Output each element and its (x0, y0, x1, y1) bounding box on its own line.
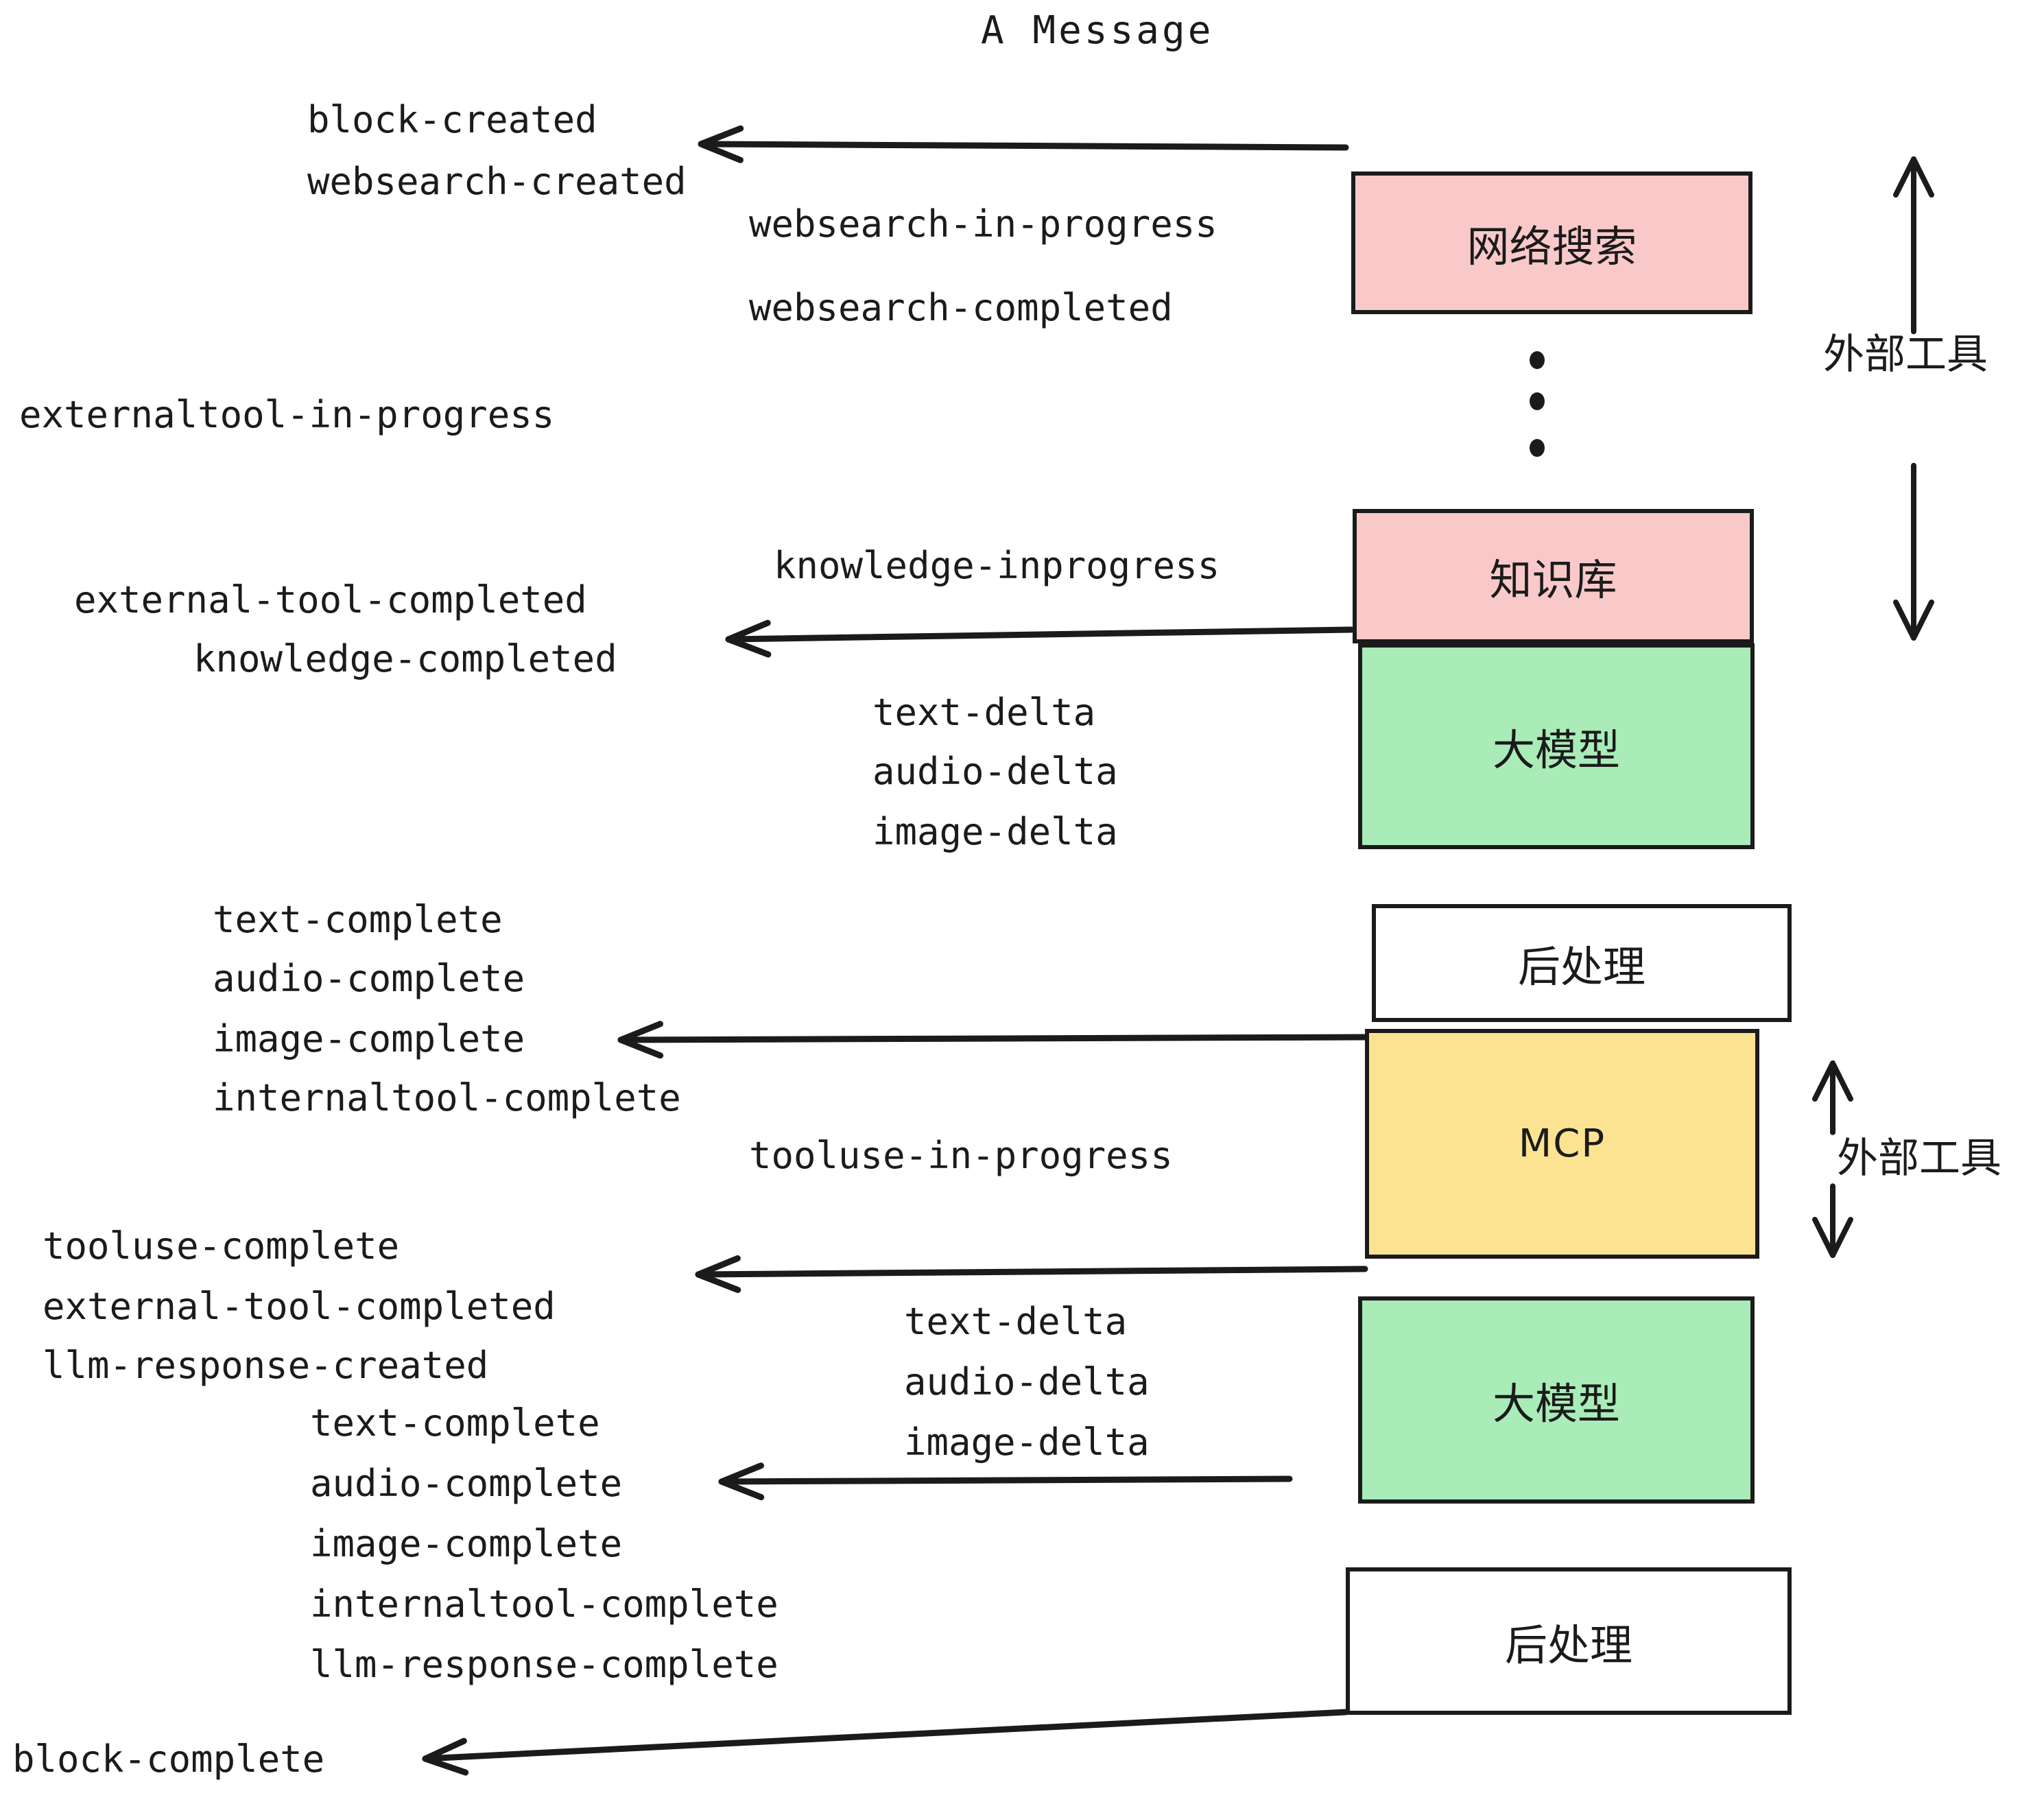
external-tool-scope-bottom-up-head (1812, 1060, 1853, 1102)
ellipsis-dot-icon (1530, 351, 1545, 369)
block-created-arrow (698, 141, 1349, 151)
node-llm-1: 大模型 (1358, 643, 1755, 849)
event-label: external-tool-completed (43, 1285, 556, 1328)
event-label: block-complete (12, 1737, 325, 1781)
event-label: image-delta (872, 810, 1118, 853)
event-label: knowledge-completed (193, 637, 617, 680)
event-label: externaltool-in-progress (19, 393, 555, 436)
tooluse-complete-arrow (695, 1266, 1368, 1278)
event-label: text-delta (872, 691, 1096, 734)
node-llm-2: 大模型 (1358, 1296, 1755, 1504)
block-complete-arrow (422, 1709, 1349, 1762)
event-label: image-delta (904, 1421, 1150, 1464)
tooluse-complete-arrow-head (695, 1255, 741, 1294)
knowledge-completed-arrow-head (725, 619, 772, 658)
node-postprocess-2: 后处理 (1346, 1567, 1792, 1715)
event-label: image-complete (310, 1522, 623, 1565)
external-tool-scope-bottom-down-head (1812, 1217, 1853, 1258)
node-label: MCP (1518, 1121, 1606, 1166)
event-label: audio-complete (213, 957, 525, 1000)
event-label: llm-response-complete (310, 1643, 779, 1686)
external-tool-scope-top-up-head (1893, 156, 1934, 198)
event-label: websearch-completed (749, 286, 1173, 329)
event-label: knowledge-inprogress (774, 544, 1220, 587)
event-label: text-complete (310, 1401, 600, 1445)
node-label: 大模型 (1492, 725, 1620, 775)
audio-complete-arrow-head (718, 1462, 765, 1501)
event-label: internaltool-complete (213, 1076, 681, 1119)
image-complete-arrow-head (617, 1021, 664, 1059)
event-label: audio-complete (310, 1462, 623, 1505)
event-label: tooluse-complete (43, 1224, 400, 1268)
ellipsis-dot-icon (1530, 439, 1545, 457)
knowledge-completed-arrow (725, 626, 1355, 643)
event-label: websearch-created (307, 160, 687, 203)
scope-label: 外部工具 (1837, 1135, 2001, 1183)
ellipsis-dot-icon (1530, 392, 1545, 410)
external-tool-scope-top-down-head (1893, 600, 1934, 641)
node-label: 后处理 (1517, 942, 1645, 992)
event-label: text-delta (904, 1300, 1128, 1343)
event-label: audio-delta (872, 750, 1118, 793)
event-label: audio-delta (904, 1360, 1150, 1403)
node-label: 大模型 (1492, 1379, 1620, 1429)
scope-label: 外部工具 (1823, 331, 1988, 379)
block-created-arrow-head (698, 125, 744, 163)
node-label: 后处理 (1504, 1619, 1632, 1670)
event-label: tooluse-in-progress (749, 1134, 1173, 1177)
block-complete-arrow-head (422, 1737, 469, 1776)
event-label: internaltool-complete (310, 1582, 779, 1626)
image-complete-arrow (617, 1034, 1372, 1043)
event-label: block-created (307, 98, 597, 141)
event-label: external-tool-completed (74, 578, 587, 621)
node-label: 网络搜索 (1466, 222, 1637, 272)
event-label: llm-response-created (43, 1344, 489, 1387)
node-mcp: MCP (1365, 1029, 1759, 1259)
node-postprocess-1: 后处理 (1372, 904, 1792, 1022)
audio-complete-arrow (718, 1475, 1293, 1485)
event-label: websearch-in-progress (749, 202, 1217, 246)
node-knowledge: 知识库 (1353, 509, 1754, 643)
event-label: text-complete (213, 898, 503, 941)
node-websearch: 网络搜索 (1351, 171, 1752, 314)
event-label: image-complete (213, 1017, 525, 1060)
page-title: A Message (981, 8, 1214, 53)
node-label: 知识库 (1489, 555, 1617, 605)
